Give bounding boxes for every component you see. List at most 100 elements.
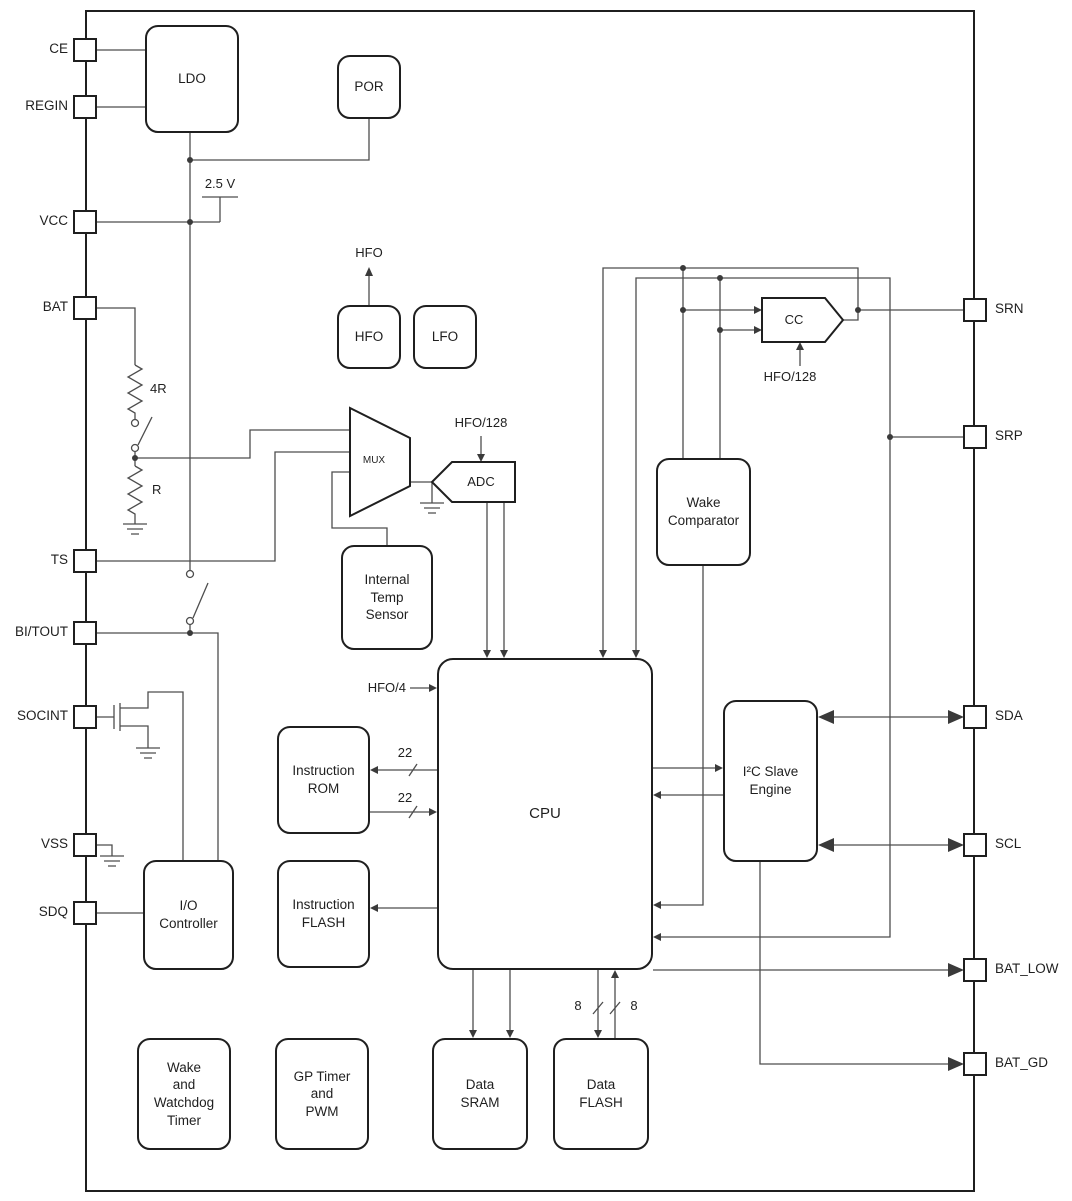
wire-mosfet-source (120, 725, 149, 748)
pin-label-ts: TS (50, 552, 68, 567)
switch-blade (192, 582, 209, 619)
block-ldo: LDO (145, 25, 239, 133)
block-instruction-flash-label: Instruction FLASH (292, 897, 355, 930)
pin-label-srp: SRP (995, 428, 1023, 443)
wire-right-cpu (660, 437, 891, 938)
arrowhead-down (477, 454, 485, 462)
arrowhead-right (948, 838, 964, 852)
pin-label-bat-gd: BAT_GD (995, 1055, 1049, 1070)
ground-symbol (420, 502, 444, 514)
hfo-output-label: HFO (355, 245, 383, 260)
pin-regin (73, 95, 97, 119)
block-hfo: HFO (337, 305, 401, 369)
bus-width-22-label-a: 22 (397, 745, 413, 760)
arrowhead-right (715, 764, 723, 772)
junction-dot (132, 455, 138, 461)
wire-srn-cpu (602, 267, 683, 653)
block-internal-temp-sensor: Internal Temp Sensor (341, 545, 433, 650)
arrowhead-up (796, 342, 804, 350)
block-internal-temp-sensor-label: Internal Temp Sensor (364, 572, 410, 623)
ground-symbol (136, 747, 160, 759)
block-instruction-rom-label: Instruction ROM (292, 763, 355, 796)
block-lfo-label: LFO (431, 329, 459, 345)
wire-ts-to-mux (97, 451, 350, 562)
bus-width-8-label-b: 8 (630, 998, 638, 1013)
block-data-sram-label: Data SRAM (460, 1077, 500, 1110)
arrowhead-right (948, 963, 964, 977)
switch-contact (130, 443, 140, 453)
block-wake-comparator-label: Wake Comparator (667, 495, 740, 528)
block-lfo: LFO (413, 305, 477, 369)
bus-arrowheads-large (818, 710, 964, 1071)
pin-label-vcc: VCC (39, 213, 68, 228)
pin-label-sdq: SDQ (38, 904, 68, 919)
ground-symbol (100, 855, 124, 867)
adc-label: ADC (467, 474, 495, 489)
arrowhead-right (754, 306, 762, 314)
block-hfo-label: HFO (354, 329, 384, 345)
block-por-label: POR (354, 79, 384, 95)
pin-label-bitout: BI/TOUT (14, 624, 68, 639)
arrowhead-left (653, 791, 661, 799)
ground-symbol (123, 523, 147, 535)
pin-label-scl: SCL (995, 836, 1022, 851)
pin-srn (963, 298, 987, 322)
wire-srn-cc (843, 310, 859, 321)
block-gp-timer-pwm: GP Timer and PWM (275, 1038, 369, 1150)
wire-batgd (759, 862, 949, 1065)
junction-dot (187, 630, 193, 636)
pin-vss (73, 833, 97, 857)
junction-dot (680, 265, 686, 271)
arrowhead-left (818, 710, 834, 724)
block-io-controller: I/O Controller (143, 860, 234, 970)
arrowhead-right (948, 710, 964, 724)
resistor-r (126, 465, 144, 524)
bus-slash-22a (408, 763, 418, 777)
arrowhead-left (370, 904, 378, 912)
arrowhead-right (948, 1057, 964, 1071)
pin-ce (73, 38, 97, 62)
shape-layer (349, 297, 845, 518)
switch-contact (185, 569, 195, 579)
junction-dot (717, 275, 723, 281)
pin-srp (963, 425, 987, 449)
wire-mosfet-drain (120, 691, 184, 860)
junction-dot (855, 307, 861, 313)
block-por: POR (337, 55, 401, 119)
block-ldo-label: LDO (178, 71, 206, 87)
arrowhead-down (483, 650, 491, 658)
switch-contact (185, 616, 195, 626)
junction-dot (187, 157, 193, 163)
arrowhead-down (500, 650, 508, 658)
pin-bat (73, 296, 97, 320)
block-data-flash: Data FLASH (553, 1038, 649, 1150)
switch-blade (137, 416, 153, 446)
pin-label-bat-low: BAT_LOW (995, 961, 1059, 976)
arrowhead-down (469, 1030, 477, 1038)
wires (97, 49, 963, 1065)
block-instruction-rom: Instruction ROM (277, 726, 370, 834)
pin-vcc (73, 210, 97, 234)
ground-symbols (100, 502, 444, 867)
pin-label-vss: VSS (40, 836, 68, 851)
pin-bitout (73, 621, 97, 645)
block-io-controller-label: I/O Controller (159, 898, 218, 931)
wire-temp-to-mux (331, 471, 388, 545)
block-data-flash-label: Data FLASH (579, 1077, 623, 1110)
pin-bat-gd (963, 1052, 987, 1076)
adc-shape (430, 461, 516, 503)
wire-vss-ground (97, 844, 113, 856)
pin-label-bat: BAT (42, 299, 68, 314)
arrowhead-left (370, 766, 378, 774)
bus-width-8-label-a: 8 (574, 998, 582, 1013)
arrowhead-left (818, 838, 834, 852)
cc-shape (761, 297, 845, 343)
chip-outline (85, 10, 975, 1192)
block-wake-comparator: Wake Comparator (656, 458, 751, 566)
pin-sdq (73, 901, 97, 925)
pin-ts (73, 549, 97, 573)
block-wake-watchdog-timer-label: Wake and Watchdog Timer (153, 1059, 215, 1128)
wire-comparator-cpu (660, 566, 704, 906)
block-i2c-slave-engine-label: I²C Slave Engine (742, 764, 799, 797)
